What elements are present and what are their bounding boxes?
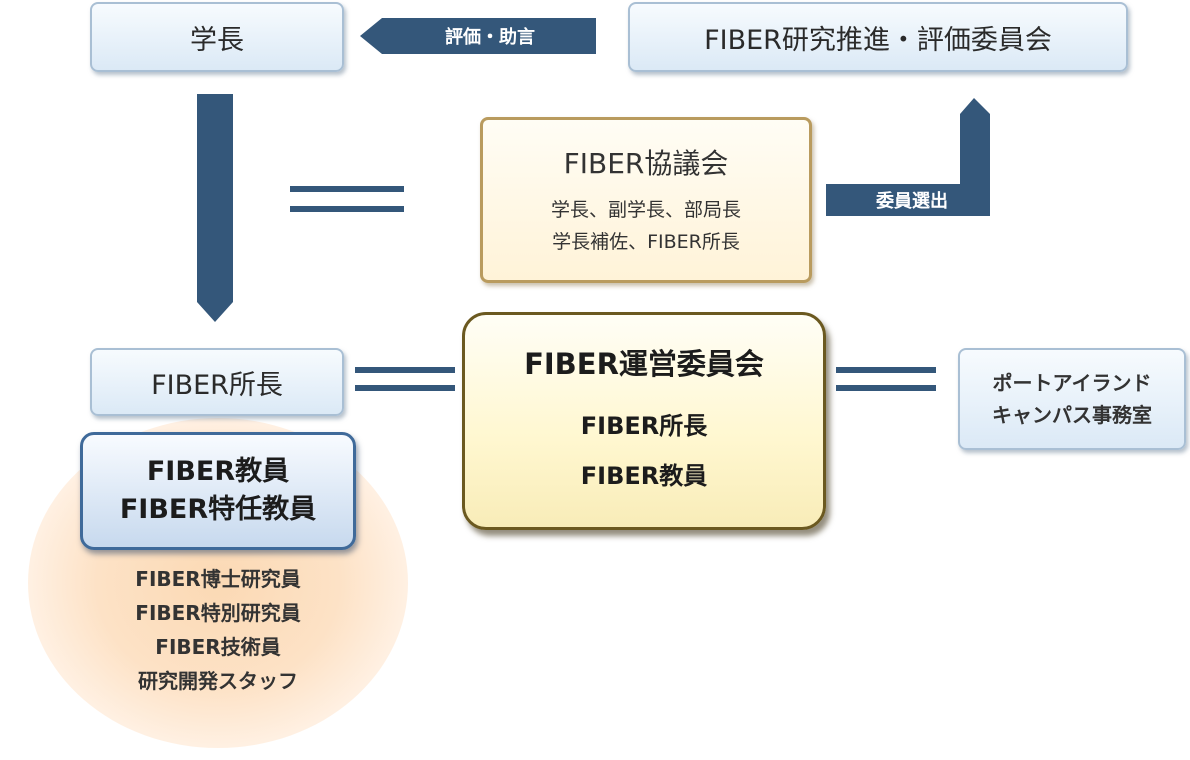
faculty-box: FIBER教員 FIBER特任教員 [80, 432, 356, 550]
port-island-line-2: キャンパス事務室 [992, 403, 1152, 427]
staff-item-technician: FIBER技術員 [155, 635, 281, 659]
evaluation-label: 評価・助言 [390, 18, 590, 54]
council-line-1: 学長、副学長、部局長 [550, 199, 741, 221]
faculty-line-1: FIBER教員 [146, 456, 290, 487]
member-selection-label-text: 委員選出 [876, 191, 948, 212]
steering-box: FIBER運営委員会 FIBER所長 FIBER教員 [462, 312, 826, 530]
staff-item-rd-staff: 研究開発スタッフ [138, 669, 298, 693]
president-down-arrow-shape [197, 94, 233, 322]
evaluation-arrow-shape [360, 18, 596, 54]
staff-item-postdoc: FIBER博士研究員 [135, 567, 301, 591]
president-box: 学長 [90, 2, 344, 72]
council-title: FIBER協議会 [563, 147, 729, 180]
evaluation-arrow [360, 18, 596, 54]
member-selection-arrow [826, 98, 990, 216]
president-down-arrow [197, 94, 233, 322]
faculty-line-2: FIBER特任教員 [119, 494, 317, 525]
steering-line-2: FIBER教員 [580, 462, 708, 490]
director-label: FIBER所長 [151, 369, 283, 401]
connector-line-office-top [836, 367, 936, 373]
member-selection-arrow-shape [826, 98, 990, 216]
evaluation-label-text: 評価・助言 [445, 27, 535, 48]
council-box: FIBER協議会 学長、副学長、部局長 学長補佐、FIBER所長 [480, 117, 812, 283]
staff-item-special-researcher: FIBER特別研究員 [135, 601, 301, 625]
connector-line-council-top [290, 186, 404, 192]
committee-box: FIBER研究推進・評価委員会 [628, 2, 1128, 72]
steering-title: FIBER運営委員会 [524, 347, 764, 381]
staff-list: FIBER博士研究員 FIBER特別研究員 FIBER技術員 研究開発スタッフ [70, 562, 366, 702]
connector-line-director-bottom [355, 385, 455, 391]
port-island-line-1: ポートアイランド [992, 371, 1152, 395]
director-box: FIBER所長 [90, 348, 344, 416]
steering-line-1: FIBER所長 [580, 412, 708, 440]
port-island-office-box: ポートアイランド キャンパス事務室 [958, 348, 1186, 450]
committee-label: FIBER研究推進・評価委員会 [704, 24, 1052, 56]
connector-line-office-bottom [836, 385, 936, 391]
connector-line-director-top [355, 367, 455, 373]
president-label: 学長 [190, 24, 244, 56]
member-selection-label: 委員選出 [842, 184, 982, 216]
connector-line-council-bottom [290, 206, 404, 212]
council-line-2: 学長補佐、FIBER所長 [552, 231, 740, 253]
